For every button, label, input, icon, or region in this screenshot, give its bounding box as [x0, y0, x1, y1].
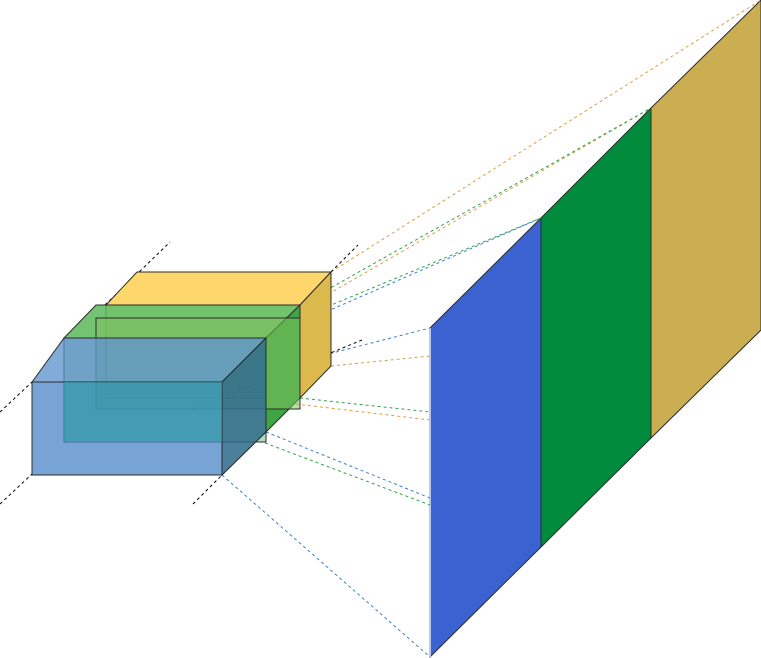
axis-guide-line [330, 244, 359, 273]
blue-box-overlap [64, 382, 222, 442]
blue-box [31, 336, 268, 477]
gold-guide-line [330, 355, 431, 367]
blue-guide-line [265, 327, 431, 371]
gold-box-top [104, 271, 333, 306]
blue-guide-line [265, 431, 431, 499]
axis-guide-line [192, 474, 223, 505]
gold-guide-line [317, 107, 652, 301]
gold-guide-line [330, 0, 761, 273]
green-guide-line [299, 217, 542, 319]
plane-group [429, 0, 761, 658]
axis-guide-line [0, 473, 33, 505]
axis-guide-line [0, 381, 33, 413]
blue-plane [429, 216, 542, 658]
projection-guides [221, 0, 761, 658]
green-guide-line [264, 442, 431, 506]
gold-guide-line [295, 403, 431, 421]
blue-guide-line [221, 474, 431, 658]
green-guide-line [299, 397, 431, 413]
green-guide-line [299, 107, 652, 306]
gold-plane [650, 0, 761, 440]
green-plane [540, 106, 652, 549]
